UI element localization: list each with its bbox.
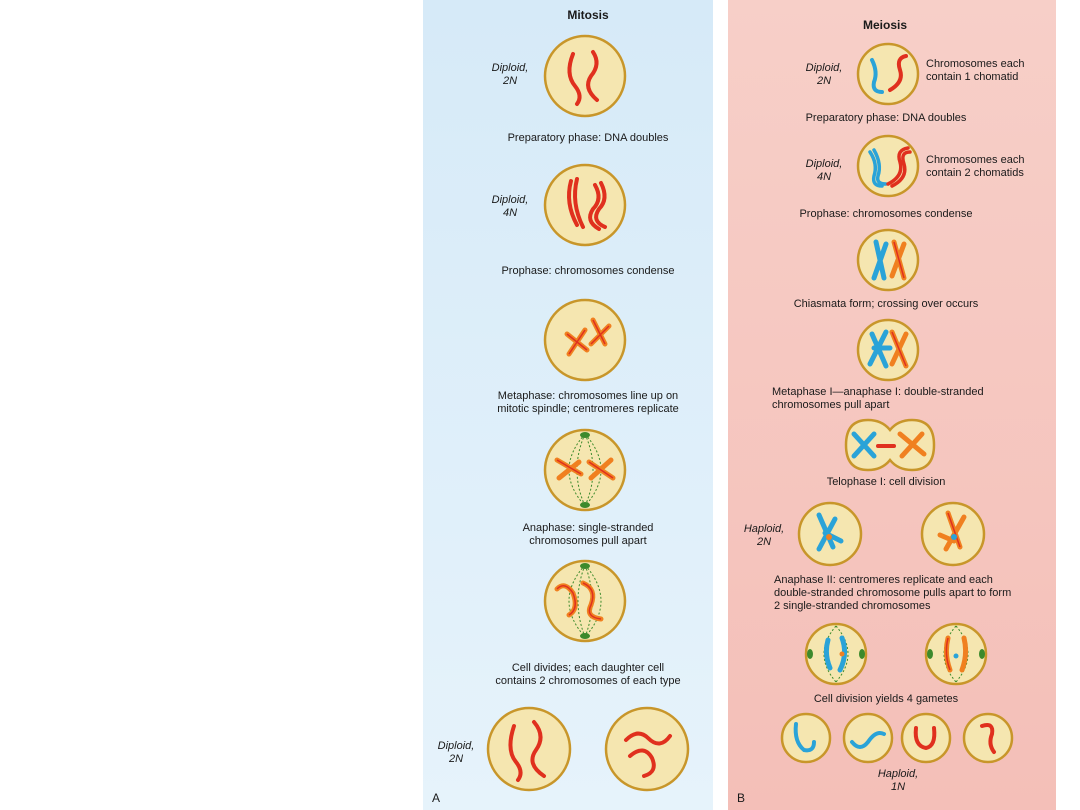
gamete-2 xyxy=(842,712,894,764)
meiosis-step-1: Preparatory phase: DNA doubles xyxy=(805,112,967,124)
label-haploid-1n: Haploid,1N xyxy=(877,768,919,793)
meiosis-haploid-cell-1 xyxy=(797,501,863,567)
meiosis-title: Meiosis xyxy=(862,18,907,32)
meiosis-haploid-cell-2 xyxy=(920,501,986,567)
mitosis-step-2: Prophase: chromosomes condense xyxy=(501,265,675,277)
label-diploid-2n-bottom: Diploid,2N xyxy=(437,740,475,765)
mitosis-cell-3 xyxy=(543,298,627,382)
meiosis-step-5: Telophase I: cell division xyxy=(826,476,946,488)
meiosis-cell-2 xyxy=(856,134,920,198)
mitosis-panel xyxy=(423,0,713,810)
panel-a-letter: A xyxy=(432,791,441,805)
meiosis-step-7: Cell division yields 4 gametes xyxy=(813,693,959,705)
label-meiosis-diploid-2n: Diploid,2N xyxy=(805,62,843,87)
meiosis-dividing-cell-2 xyxy=(924,622,988,686)
mitosis-daughter-cell-2 xyxy=(604,706,690,792)
gamete-3 xyxy=(900,712,952,764)
meiosis-cell-5 xyxy=(844,418,936,472)
label-diploid-2n-top: Diploid,2N xyxy=(491,62,529,87)
mitosis-cell-1 xyxy=(543,34,627,118)
gamete-1 xyxy=(780,712,832,764)
meiosis-step-3: Chiasmata form; crossing over occurs xyxy=(793,298,979,310)
mitosis-cell-2 xyxy=(543,163,627,247)
mitosis-step-1: Preparatory phase: DNA doubles xyxy=(507,132,669,144)
mitosis-cell-5 xyxy=(543,559,627,643)
mitosis-cell-4 xyxy=(543,428,627,512)
mitosis-title: Mitosis xyxy=(567,8,609,22)
mitosis-daughter-cell-1 xyxy=(486,706,572,792)
meiosis-step-2: Prophase: chromosomes condense xyxy=(799,208,973,220)
label-meiosis-diploid-4n: Diploid,4N xyxy=(805,158,843,183)
meiosis-step-6: Anaphase II: centromeres replicate and e… xyxy=(774,574,1012,612)
gamete-4 xyxy=(962,712,1014,764)
meiosis-dividing-cell-1 xyxy=(804,622,868,686)
meiosis-panel xyxy=(728,0,1056,810)
meiosis-cell-1 xyxy=(856,42,920,106)
meiosis-cell-3 xyxy=(856,228,920,292)
panel-b-letter: B xyxy=(737,791,746,805)
label-haploid-2n: Haploid,2N xyxy=(743,523,785,548)
label-diploid-4n: Diploid,4N xyxy=(491,194,529,219)
meiosis-cell-4 xyxy=(856,318,920,382)
